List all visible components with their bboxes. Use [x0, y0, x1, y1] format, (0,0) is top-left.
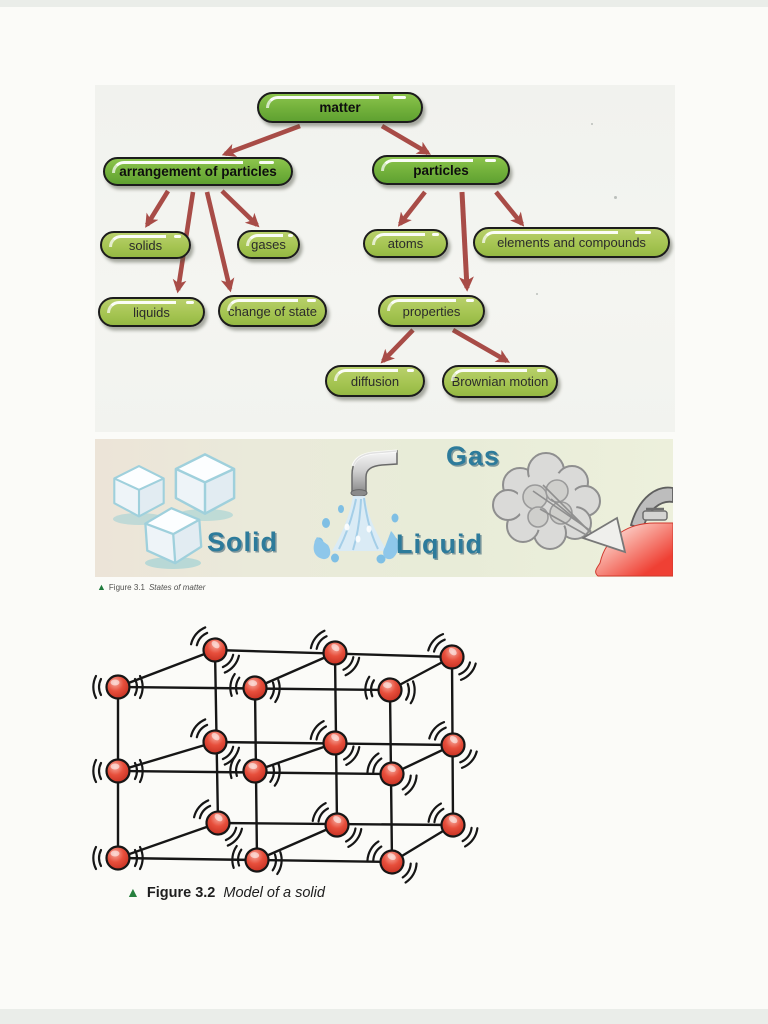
node-gases-label: gases [251, 237, 286, 252]
node-atoms: atoms [363, 229, 448, 258]
node-atoms-label: atoms [387, 236, 424, 251]
kettle-lid [642, 510, 668, 521]
node-change-of-state-label: change of state [228, 303, 317, 319]
states-illustrations [113, 449, 673, 577]
ice-cubes-illustration [113, 453, 236, 569]
figure-3-2-caption: ▲ Figure 3.2 Model of a solid [126, 884, 325, 901]
node-solids-label: solids [128, 237, 163, 253]
node-solids: solids [100, 231, 191, 259]
scan-speck [591, 123, 593, 125]
node-particles: particles [372, 155, 510, 185]
arrow-particles-properties [458, 191, 474, 292]
node-liquids: liquids [98, 297, 205, 327]
liquid-label: Liquid [396, 529, 483, 559]
scan-speck [536, 293, 538, 295]
arrow-particles-atoms [397, 190, 427, 227]
node-diffusion: diffusion [325, 365, 425, 397]
solid-label: Solid [207, 527, 278, 557]
figure-3-2-text: Model of a solid [223, 885, 325, 901]
concept-map-figure: matter arrangement of particles particle… [95, 85, 675, 432]
kettle-spout [580, 516, 627, 554]
tap-water-illustration [313, 449, 399, 564]
node-change-of-state: change of state [218, 295, 327, 327]
node-elements-and-compounds: elements and compounds [473, 227, 670, 258]
states-of-matter-photo-strip: Solid Liquid Gas [95, 439, 673, 577]
arrow-arrangement-solids [145, 189, 170, 228]
node-properties-label: properties [402, 303, 461, 319]
node-properties: properties [378, 295, 485, 327]
arrow-particles-elements [494, 190, 525, 227]
node-particles-label: particles [413, 162, 469, 178]
node-diffusion-label: diffusion [350, 373, 400, 389]
arrow-properties-brownian [451, 328, 510, 363]
node-arrangement-of-particles: arrangement of particles [103, 157, 293, 186]
node-matter-label: matter [319, 100, 361, 115]
arrow-matter-particles [380, 124, 431, 155]
node-brownian-label: Brownian motion [451, 374, 549, 389]
steam-streaks [532, 484, 594, 538]
node-arrangement-label: arrangement of particles [119, 164, 277, 179]
arrow-properties-diffusion [380, 328, 415, 364]
lattice-bonds [116, 648, 455, 864]
arrow-arrangement-gases [220, 189, 260, 228]
scan-speck [614, 196, 617, 199]
node-elements-label: elements and compounds [497, 235, 646, 250]
figure-3-2-number: Figure 3.2 [146, 885, 216, 901]
arrow-arrangement-change-of-state [204, 191, 235, 293]
node-gases: gases [237, 230, 300, 259]
solid-model-lattice-diagram [92, 624, 481, 886]
node-matter: matter [257, 92, 423, 123]
caption-triangle-icon: ▲ [97, 582, 106, 592]
scan-edge-top [0, 0, 768, 7]
arrow-group [145, 123, 525, 364]
steam-cloud-illustration [492, 452, 601, 550]
figure-3-1-number: Figure 3.1 [108, 583, 145, 592]
figure-3-1-text: States of matter [148, 583, 206, 592]
arrow-matter-arrangement [221, 123, 301, 157]
gas-label: Gas [446, 441, 501, 471]
caption-triangle-icon: ▲ [126, 884, 140, 900]
concept-map-arrows [145, 123, 525, 364]
node-brownian-motion: Brownian motion [442, 365, 558, 398]
kettle-illustration [580, 486, 673, 577]
scan-edge-bottom [0, 1009, 768, 1024]
node-liquids-label: liquids [133, 304, 170, 320]
